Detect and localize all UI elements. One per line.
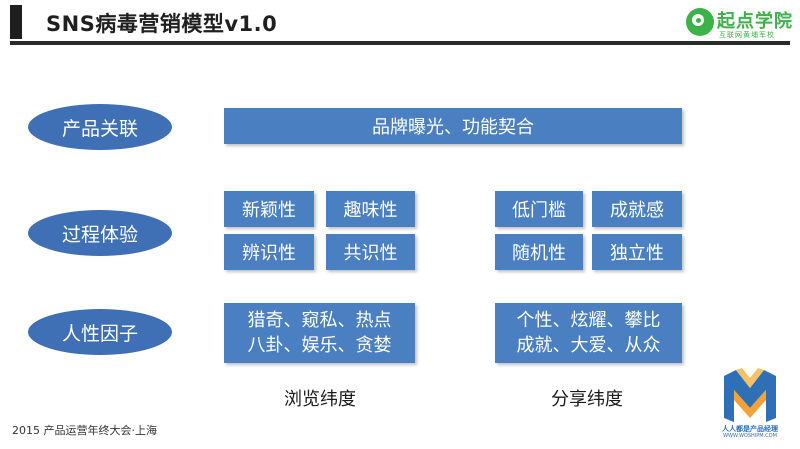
box-randomness: 随机性 xyxy=(495,234,583,270)
box-achievement: 成就感 xyxy=(592,191,682,227)
logo-name: 起点学院 xyxy=(717,11,793,32)
box-novelty: 新颖性 xyxy=(224,191,314,227)
row-label-product-relevance: 产品关联 xyxy=(28,104,172,150)
share-motives-line-1: 个性、炫耀、攀比 xyxy=(516,310,661,331)
woshipm-url: WWW.WOSHIPM.COM xyxy=(723,433,777,439)
box-fun: 趣味性 xyxy=(326,191,415,227)
title-accent-bar xyxy=(10,5,22,39)
dimension-browse: 浏览纬度 xyxy=(284,389,356,410)
woshipm-caption: 人人都是产品经理 xyxy=(722,425,778,433)
box-consensus: 共识性 xyxy=(326,234,415,270)
browse-motives-line-1: 猎奇、窥私、热点 xyxy=(247,310,392,331)
footer-event: 2015 产品运营年终大会·上海 xyxy=(12,424,157,437)
page-title: SNS病毒营销模型v1.0 xyxy=(46,12,278,36)
box-independence: 独立性 xyxy=(592,234,682,270)
woshipm-logo: 人人都是产品经理 WWW.WOSHIPM.COM xyxy=(710,366,790,442)
logo-badge-icon xyxy=(686,8,714,36)
logo-slogan: 互联网黄埔军校 xyxy=(719,31,775,39)
share-motives-line-2: 成就、大爱、从众 xyxy=(516,335,661,356)
header-bar xyxy=(0,0,800,44)
row-label-process-experience: 过程体验 xyxy=(28,210,172,256)
box-share-motives: 个性、炫耀、攀比 成就、大爱、从众 xyxy=(495,303,682,363)
box-browse-motives: 猎奇、窥私、热点 八卦、娱乐、贪婪 xyxy=(224,303,415,363)
dimension-share: 分享纬度 xyxy=(551,389,623,410)
box-brand-exposure: 品牌曝光、功能契合 xyxy=(224,108,682,144)
browse-motives-line-2: 八卦、娱乐、贪婪 xyxy=(247,335,392,356)
title-divider xyxy=(10,41,790,45)
woshipm-m-icon xyxy=(724,368,776,422)
box-recognizability: 辨识性 xyxy=(224,234,314,270)
box-low-threshold: 低门槛 xyxy=(495,191,583,227)
qidian-logo: 起点学院 互联网黄埔军校 xyxy=(686,3,796,41)
logo-badge-eye xyxy=(696,18,701,23)
row-label-human-factors: 人性因子 xyxy=(28,309,172,355)
